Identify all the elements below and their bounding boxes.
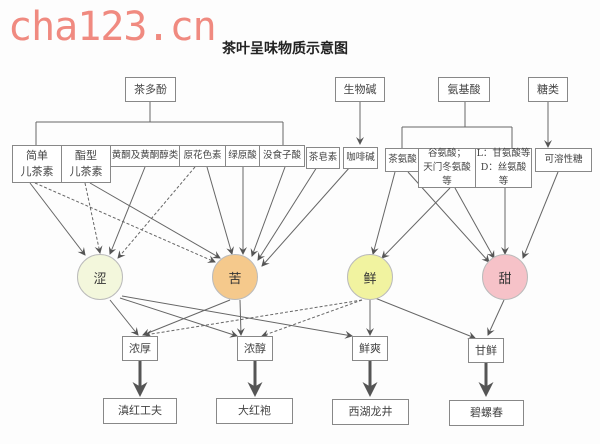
flavor-box: 浓醇 <box>237 336 273 361</box>
flavor-box: 鲜爽 <box>352 336 388 361</box>
compound-caffeine: 咖啡碱 <box>343 147 378 169</box>
tea-box: 大红袍 <box>216 398 293 424</box>
watermark: cha123.cn <box>8 4 217 50</box>
category-sugars: 糖类 <box>528 77 568 102</box>
compound-glutamic-aspartic: 谷氨酸； 天门冬氨酸等 <box>418 148 476 188</box>
flavor-box: 甘鲜 <box>468 338 504 363</box>
compound-simple-catechin: 简单儿茶素 <box>12 145 62 183</box>
line: 儿茶素 <box>69 165 103 178</box>
compound-ester-catechin: 酯型儿茶素 <box>61 145 111 183</box>
line: 天门冬氨酸等 <box>423 162 471 187</box>
line: 酯型 <box>75 149 97 163</box>
taste-bitter: 苦 <box>212 254 258 300</box>
tea-box: 西湖龙井 <box>332 399 409 425</box>
line: 儿茶素 <box>20 165 54 178</box>
taste-astringent: 涩 <box>77 254 123 300</box>
compound-soluble-sugar: 可溶性糖 <box>535 148 592 172</box>
line: L：甘氨酸等 <box>476 148 531 160</box>
flavor-box: 浓厚 <box>122 336 158 361</box>
line: 谷氨酸； <box>427 148 466 160</box>
taste-sweet: 甜 <box>482 254 528 300</box>
taste-umami: 鲜 <box>347 254 393 300</box>
diagram-title: 茶叶呈味物质示意图 <box>222 41 348 57</box>
line: 简单 <box>26 149 48 163</box>
category-alkaloids: 生物碱 <box>335 77 385 102</box>
tea-box: 碧螺春 <box>449 400 524 426</box>
category-amino-acids: 氨基酸 <box>438 77 490 102</box>
compound-chlorogenic-acid: 绿原酸 <box>225 145 260 167</box>
compound-gallic-acid: 没食子酸 <box>259 145 305 167</box>
compound-saponin: 茶皂素 <box>306 147 340 169</box>
compound-proanthocyanidins: 原花色素 <box>179 145 226 167</box>
compound-theanine: 茶氨酸 <box>385 148 420 172</box>
line: D：丝氨酸等 <box>480 162 527 187</box>
tea-box: 滇红工夫 <box>103 398 177 424</box>
compound-flavonoids: 黄酮及黄酮醇类 <box>110 145 180 167</box>
category-tea-polyphenols: 茶多酚 <box>125 77 176 102</box>
compound-glycine-serine: L：甘氨酸等 D：丝氨酸等 <box>475 148 532 188</box>
